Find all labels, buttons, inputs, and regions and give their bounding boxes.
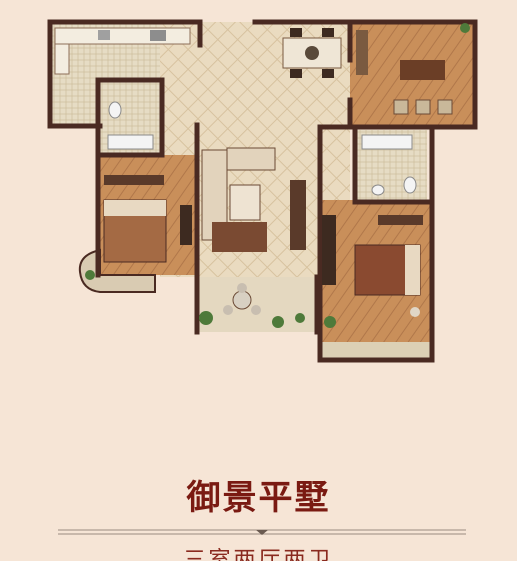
plants: [85, 23, 470, 328]
title-divider: [58, 529, 466, 535]
floor-plan: [47, 19, 478, 363]
floor-plan-title: 御景平墅: [186, 478, 331, 518]
floor-plan-subtitle: 三室两厅两卫: [183, 548, 334, 561]
left-bed: [103, 175, 192, 263]
study-desk: [356, 30, 453, 115]
master-balcony: [320, 342, 430, 358]
balcony-floor: [197, 277, 317, 332]
balcony-table: [223, 283, 261, 315]
dining-set: [282, 28, 342, 78]
bathroom-fixtures: [107, 101, 417, 196]
living-sofa: [201, 147, 306, 252]
kitchen-counter: [54, 27, 191, 75]
walls: [47, 19, 478, 363]
master-bed: [322, 215, 423, 317]
